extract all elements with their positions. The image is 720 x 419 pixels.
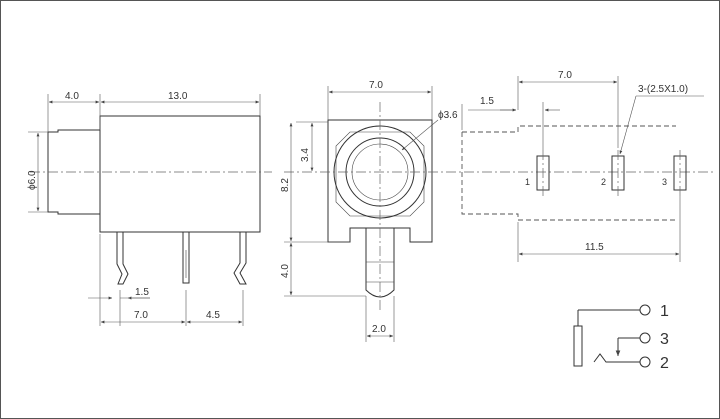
footprint-pin-label-3: 3 xyxy=(662,177,667,187)
dim-pin-offset: 1.5 xyxy=(135,287,149,298)
side-pin-left xyxy=(116,232,129,285)
dim-pin-pitch-right: 4.5 xyxy=(206,310,220,321)
schematic-terminal-1 xyxy=(639,304,651,316)
dim-leader-hole xyxy=(401,119,439,151)
dim-slot-size: 3-(2.5X1.0) xyxy=(638,84,688,95)
dim-hole-diameter: ϕ3.6 xyxy=(438,110,458,121)
dim-front-width: 7.0 xyxy=(369,80,383,91)
dim-center-height: 3.4 xyxy=(300,148,311,162)
dim-total-length: 11.5 xyxy=(585,242,604,253)
schematic-symbol: 1 3 2 xyxy=(573,303,669,372)
schematic-terminal-3 xyxy=(639,332,651,344)
dim-nose-length: 4.0 xyxy=(65,91,79,102)
schematic-tip-contact xyxy=(593,353,640,363)
dim-body-height: 8.2 xyxy=(280,178,291,192)
dim-tab-width: 2.0 xyxy=(372,324,386,335)
side-view: 4.0 13.0 ϕ6.0 1.5 7.0 4.5 xyxy=(27,91,272,326)
front-inner-frame xyxy=(335,131,425,217)
side-body xyxy=(99,115,261,233)
side-pin-middle xyxy=(182,232,190,284)
footprint-view: 1 2 3 7.0 1.5 3-(2.5X1.0) 11.5 xyxy=(461,70,704,262)
schematic-sleeve xyxy=(573,325,583,367)
dim-hole-pitch: 7.0 xyxy=(558,70,572,81)
dim-tab-length: 4.0 xyxy=(280,264,291,278)
front-view: 7.0 ϕ3.6 3.4 8.2 4.0 2.0 xyxy=(280,80,716,342)
dim-leader-slot xyxy=(619,95,637,155)
side-pin-right xyxy=(233,232,247,285)
schematic-label-1: 1 xyxy=(660,303,669,320)
footprint-pin-label-2: 2 xyxy=(601,177,606,187)
footprint-outline xyxy=(461,125,676,221)
footprint-pin-label-1: 1 xyxy=(525,177,530,187)
dim-nose-diameter: ϕ6.0 xyxy=(27,170,38,190)
schematic-terminal-2 xyxy=(639,356,651,368)
schematic-label-2: 2 xyxy=(660,355,669,372)
dim-body-length: 13.0 xyxy=(168,91,188,102)
schematic-label-3: 3 xyxy=(660,331,669,348)
dim-outline-offset: 1.5 xyxy=(480,96,494,107)
dim-pin-pitch-left: 7.0 xyxy=(134,310,148,321)
